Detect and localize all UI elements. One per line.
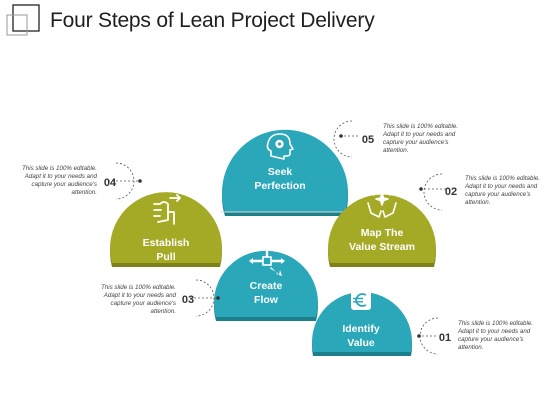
step-description: attention. xyxy=(151,308,176,315)
step-blob xyxy=(221,129,348,212)
logo-icon xyxy=(6,4,40,38)
step-description: Adapt it to your needs and xyxy=(464,183,538,190)
step-description: attention. xyxy=(383,147,408,154)
euro-icon xyxy=(351,290,371,310)
step-description: This slide is 100% editable. xyxy=(22,165,97,172)
step-description: attention. xyxy=(458,344,483,351)
step-description: Adapt it to your needs and xyxy=(382,131,456,138)
step-number: 04 xyxy=(104,177,117,189)
step-number: 05 xyxy=(362,134,374,146)
step-description: capture your audience's xyxy=(31,181,97,188)
step-description: This slide is 100% editable. xyxy=(458,320,533,327)
step-identify-value: Identify Value xyxy=(312,290,412,356)
step-label-line1: Map The xyxy=(361,227,404,239)
hand-pull-icon xyxy=(153,194,181,225)
hands-sparkle-icon xyxy=(367,190,397,218)
step-establish-pull: Establish Pull xyxy=(110,192,222,267)
step-description: Adapt it to your needs and xyxy=(103,292,177,299)
step-blob xyxy=(110,192,222,263)
step-number: 03 xyxy=(182,294,194,306)
step-description: This slide is 100% editable. xyxy=(383,123,458,130)
page-title: Four Steps of Lean Project Delivery xyxy=(50,9,375,32)
step-label-line2: Flow xyxy=(254,294,279,306)
step-description: attention. xyxy=(72,189,97,196)
step-description: Adapt it to your needs and xyxy=(457,328,531,335)
step-number: 01 xyxy=(439,332,451,344)
step-seek-perfection: Seek Perfection xyxy=(220,129,350,216)
step-description: capture your audience's xyxy=(110,300,176,307)
step-blob xyxy=(214,250,318,317)
step-description: capture your audience's xyxy=(458,336,524,343)
step-label-line1: Establish xyxy=(143,237,190,249)
step-description: capture your audience's xyxy=(465,191,531,198)
step-description: This slide is 100% editable. xyxy=(101,284,176,291)
step-create-flow: Create Flow xyxy=(214,243,318,321)
callout-03: 03 This slide is 100% editable. Adapt it… xyxy=(101,279,220,317)
step-description: Adapt it to your needs and xyxy=(24,173,98,180)
callout-02: 02 This slide is 100% editable. Adapt it… xyxy=(419,173,540,211)
callout-05: 05 This slide is 100% editable. Adapt it… xyxy=(333,120,458,158)
step-description: capture your audience's xyxy=(383,139,449,146)
step-label-line1: Identify xyxy=(342,323,379,335)
step-label-line2: Value xyxy=(347,337,375,349)
head-gear-icon xyxy=(266,133,294,160)
arrows-flow-icon xyxy=(249,243,285,276)
step-description: attention. xyxy=(465,199,490,206)
step-description: This slide is 100% editable. xyxy=(465,175,540,182)
callout-04: 04 This slide is 100% editable. Adapt it… xyxy=(22,162,142,200)
step-label-line2: Perfection xyxy=(254,180,305,192)
step-label-line2: Value Stream xyxy=(349,241,415,253)
step-label-line1: Create xyxy=(250,280,283,292)
step-label-line1: Seek xyxy=(268,166,293,178)
step-number: 02 xyxy=(445,186,457,198)
step-blob xyxy=(328,194,437,263)
step-blob xyxy=(312,292,412,352)
callout-01: 01 This slide is 100% editable. Adapt it… xyxy=(417,317,533,355)
step-label-line2: Pull xyxy=(156,251,175,263)
step-map-value-stream: Map The Value Stream xyxy=(328,190,437,267)
